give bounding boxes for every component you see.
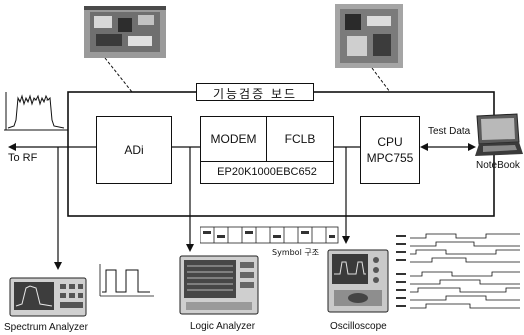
symbol-structure-strip bbox=[200, 224, 340, 246]
function-board-photo bbox=[84, 6, 166, 58]
modem-label: MODEM bbox=[201, 132, 266, 146]
adc-label: ADi bbox=[97, 143, 171, 157]
fpga-part-label: EP20K1000EBC652 bbox=[200, 166, 334, 178]
rf-spectrum-plot bbox=[2, 90, 70, 134]
timing-plot bbox=[96, 262, 156, 300]
board-photo-leader bbox=[105, 58, 132, 92]
cpu-label-line1: CPU bbox=[361, 135, 419, 149]
fclb-block: FCLB bbox=[266, 116, 334, 162]
cpu-label-line2: MPC755 bbox=[361, 151, 419, 165]
symbol-caption: Symbol 구조 bbox=[272, 247, 319, 258]
to-rf-label: To RF bbox=[8, 152, 37, 164]
board-title-box: 기능검증 보드 bbox=[196, 83, 314, 101]
cpu-board-photo bbox=[335, 4, 403, 68]
notebook-photo bbox=[473, 112, 523, 158]
spectrum-analyzer-photo bbox=[8, 274, 88, 320]
board-title: 기능검증 보드 bbox=[197, 85, 313, 102]
notebook-label: NoteBook bbox=[476, 160, 520, 171]
to-rf-arrowhead bbox=[8, 143, 16, 151]
modem-block: MODEM bbox=[200, 116, 267, 162]
logic-analyzer-photo bbox=[178, 252, 260, 318]
cpu-block: CPU MPC755 bbox=[360, 116, 420, 184]
adc-block: ADi bbox=[96, 116, 172, 184]
oscilloscope-label: Oscilloscope bbox=[330, 321, 387, 332]
test-data-label: Test Data bbox=[428, 126, 470, 137]
scope-waveforms bbox=[396, 232, 522, 316]
fclb-label: FCLB bbox=[267, 132, 333, 146]
logic-analyzer-label: Logic Analyzer bbox=[190, 321, 255, 332]
cpu-photo-leader bbox=[372, 68, 390, 92]
spectrum-analyzer-label: Spectrum Analyzer bbox=[4, 322, 88, 333]
oscilloscope-photo bbox=[326, 246, 390, 316]
